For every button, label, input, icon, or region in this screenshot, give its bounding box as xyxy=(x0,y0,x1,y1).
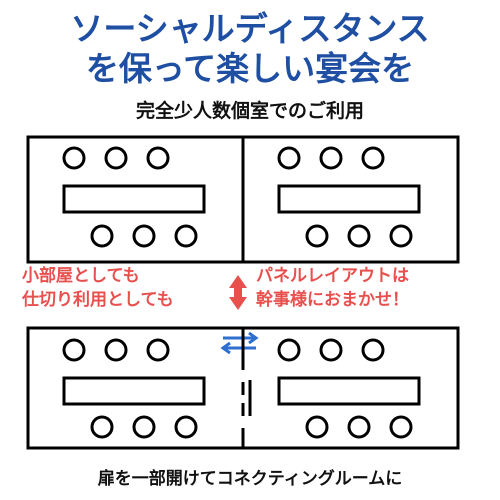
seat xyxy=(174,224,198,248)
seat xyxy=(132,224,156,248)
bottom-left-room xyxy=(62,338,206,439)
seat xyxy=(277,338,301,362)
title-line-2: を保って楽しい宴会を xyxy=(85,49,415,88)
seat xyxy=(389,415,413,439)
subtitle: 完全少人数個室でのご利用 xyxy=(135,100,364,122)
seat xyxy=(319,146,343,170)
seat xyxy=(62,338,86,362)
seat xyxy=(361,338,385,362)
footer-caption: 扉を一部開けてコネクティングルームに xyxy=(97,469,403,489)
seat xyxy=(90,415,114,439)
seat xyxy=(347,415,371,439)
note-left-line-1: 小部屋としても xyxy=(22,266,140,286)
title-line-1: ソーシャルディスタンス xyxy=(70,9,430,48)
vertical-double-arrow-icon xyxy=(229,275,247,310)
panel-layout-note: パネルレイアウトは 幹事様におまかせ！ xyxy=(256,264,409,312)
seat xyxy=(104,146,128,170)
seat xyxy=(174,415,198,439)
seat xyxy=(132,415,156,439)
seat xyxy=(62,146,86,170)
small-room-note: 小部屋としても 仕切り利用としても xyxy=(22,264,174,312)
seat xyxy=(146,338,170,362)
swap-arrows-icon xyxy=(220,331,259,355)
seat xyxy=(305,224,329,248)
top-left-room xyxy=(62,146,206,248)
seat xyxy=(305,415,329,439)
table xyxy=(62,376,206,406)
note-right-line-1: パネルレイアウトは xyxy=(256,266,409,286)
top-right-room xyxy=(277,146,421,248)
seat xyxy=(277,146,301,170)
seat xyxy=(319,338,343,362)
seat xyxy=(104,338,128,362)
table xyxy=(277,184,421,214)
seat xyxy=(146,146,170,170)
table xyxy=(277,376,421,406)
note-left-line-2: 仕切り利用としても xyxy=(22,290,174,310)
bottom-room-block xyxy=(26,326,460,450)
seat xyxy=(389,224,413,248)
bottom-right-room xyxy=(277,338,421,439)
seat xyxy=(90,224,114,248)
seat xyxy=(347,224,371,248)
seat xyxy=(361,146,385,170)
table xyxy=(62,184,206,214)
note-right-line-2: 幹事様におまかせ！ xyxy=(256,290,409,310)
top-room-block xyxy=(26,135,460,264)
